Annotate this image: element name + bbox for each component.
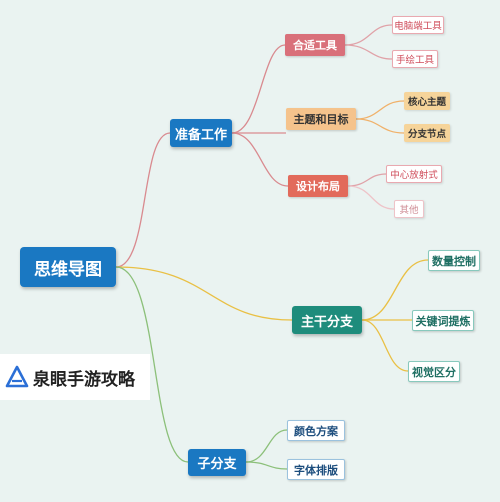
line-prep-layout xyxy=(231,132,289,187)
node-layout[interactable]: 设计布局 xyxy=(288,175,348,197)
line-trunk-visual xyxy=(361,319,409,372)
leaf-keyword[interactable]: 关键词提炼 xyxy=(412,310,474,331)
leaf-visual[interactable]: 视觉区分 xyxy=(408,361,460,382)
line-layout-other xyxy=(347,185,395,210)
leaf-other[interactable]: 其他 xyxy=(394,200,424,218)
line-root-sub xyxy=(115,266,189,463)
leaf-color-scheme[interactable]: 颜色方案 xyxy=(287,420,345,441)
line-prep-tools xyxy=(231,44,286,134)
leaf-core-theme[interactable]: 核心主题 xyxy=(404,92,450,110)
leaf-core-theme-label: 核心主题 xyxy=(407,97,446,108)
line-layout-center xyxy=(347,173,387,187)
leaf-radial[interactable]: 中心放射式 xyxy=(386,165,442,183)
branch-prep[interactable]: 准备工作 xyxy=(170,119,232,147)
node-theme[interactable]: 主题和目标 xyxy=(286,108,356,130)
node-layout-label: 设计布局 xyxy=(296,180,340,193)
leaf-color-scheme-label: 颜色方案 xyxy=(294,424,338,438)
leaf-hand-tools-label: 手绘工具 xyxy=(395,55,434,66)
root-label: 思维导图 xyxy=(34,259,102,280)
line-tools-pc xyxy=(344,24,393,46)
line-sub-font xyxy=(245,461,288,470)
line-sub-color xyxy=(245,429,288,463)
leaf-typography-label: 字体排版 xyxy=(294,463,338,477)
leaf-branch-node-label: 分支节点 xyxy=(407,129,446,140)
leaf-other-label: 其他 xyxy=(399,205,419,216)
line-theme-core xyxy=(355,100,405,120)
branch-sub-label: 子分支 xyxy=(197,457,237,472)
line-root-trunk xyxy=(115,266,293,321)
leaf-keyword-label: 关键词提炼 xyxy=(415,314,471,328)
branch-prep-label: 准备工作 xyxy=(174,127,227,143)
line-tools-hand xyxy=(344,44,393,60)
branch-sub[interactable]: 子分支 xyxy=(188,449,246,476)
line-trunk-count xyxy=(361,259,429,321)
leaf-typography[interactable]: 字体排版 xyxy=(287,459,345,480)
watermark-text: 泉眼手游攻略 xyxy=(33,369,135,390)
leaf-radial-label: 中心放射式 xyxy=(390,170,438,181)
node-theme-label: 主题和目标 xyxy=(293,113,349,126)
watermark-logo-icon xyxy=(5,365,29,388)
leaf-visual-label: 视觉区分 xyxy=(412,365,456,379)
leaf-branch-node[interactable]: 分支节点 xyxy=(404,124,450,142)
leaf-quantity-label: 数量控制 xyxy=(432,254,476,268)
leaf-quantity[interactable]: 数量控制 xyxy=(428,250,480,271)
watermark: 泉眼手游攻略 xyxy=(0,354,150,400)
leaf-pc-tools[interactable]: 电脑端工具 xyxy=(392,16,444,34)
node-tools-label: 合适工具 xyxy=(293,39,337,52)
root-node[interactable]: 思维导图 xyxy=(20,247,116,287)
leaf-pc-tools-label: 电脑端工具 xyxy=(394,21,442,32)
branch-trunk[interactable]: 主干分支 xyxy=(292,306,362,334)
leaf-hand-tools[interactable]: 手绘工具 xyxy=(392,50,438,68)
node-tools[interactable]: 合适工具 xyxy=(285,34,345,56)
branch-trunk-label: 主干分支 xyxy=(300,314,353,330)
line-root-prep xyxy=(115,132,171,268)
line-theme-branch xyxy=(355,118,405,134)
